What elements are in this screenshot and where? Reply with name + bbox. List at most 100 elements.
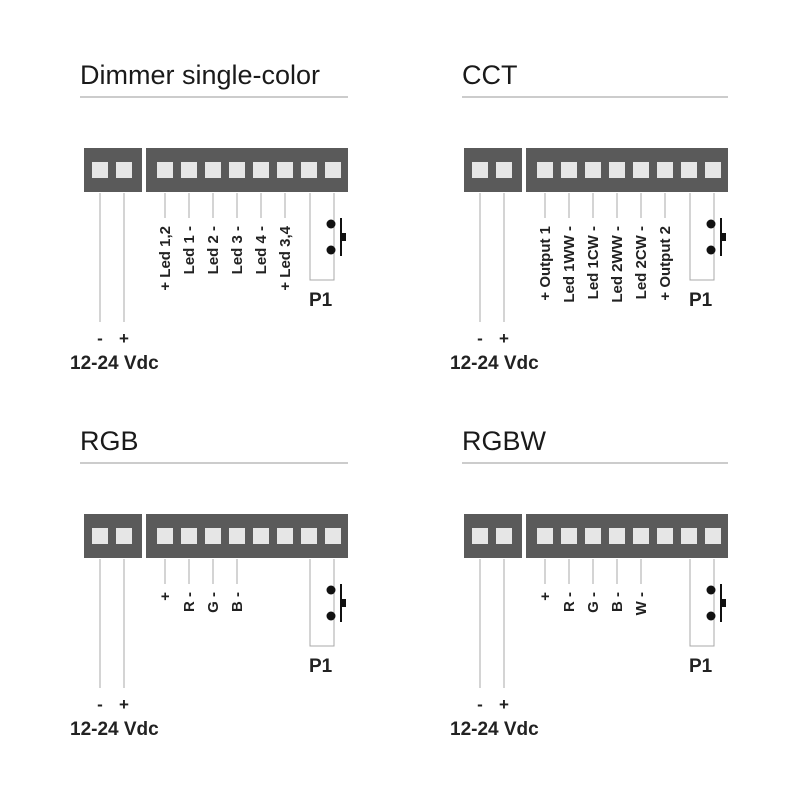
power-plus-label: + (499, 329, 509, 348)
power-terminal-slot (116, 162, 132, 178)
push-button-actuator (341, 599, 346, 607)
output-terminal-slot (561, 162, 577, 178)
push-button-contact (326, 219, 336, 229)
push-button-contact (706, 245, 716, 255)
output-terminal-slot (157, 528, 173, 544)
diagram-dimmer-single-color: Dimmer single-color -+12-24 Vdc+ Led 1,2… (70, 60, 348, 374)
output-terminal-slot (325, 162, 341, 178)
push-button-contact (706, 219, 716, 229)
power-minus-label: - (97, 695, 103, 714)
terminal-label: + Led 1,2 (157, 226, 174, 291)
terminal-label: + Output 1 (537, 226, 554, 301)
terminal-label: R - (561, 592, 578, 612)
terminal-label: Led 4 - (253, 226, 270, 274)
terminal-label: Led 1WW - (561, 226, 578, 303)
push-button-wire-loop (309, 559, 335, 647)
output-terminal-slot (229, 528, 245, 544)
push-button-contact (326, 585, 336, 595)
output-terminal-slot (181, 528, 197, 544)
output-connector-block (526, 148, 728, 192)
output-connector-block (146, 514, 348, 558)
output-terminal-slot (657, 162, 673, 178)
diagram-rgb: RGB -+12-24 Vdc+R -G -B -P1 (70, 426, 348, 740)
push-button-actuator (341, 233, 346, 241)
power-terminal-slot (472, 528, 488, 544)
power-terminal-slot (116, 528, 132, 544)
output-terminal-slot (205, 162, 221, 178)
output-terminal-slot (705, 162, 721, 178)
power-voltage-label: 12-24 Vdc (450, 353, 539, 374)
terminal-label: Led 1CW - (585, 226, 602, 299)
power-voltage-label: 12-24 Vdc (70, 353, 159, 374)
power-terminal-slot (496, 162, 512, 178)
power-terminal-slot (496, 528, 512, 544)
output-terminal-slot (633, 162, 649, 178)
terminal-label: G - (585, 592, 602, 613)
power-minus-label: - (97, 329, 103, 348)
push-button-contact (326, 611, 336, 621)
push-button-contact (706, 585, 716, 595)
terminal-label: + Output 2 (657, 226, 674, 301)
output-terminal-slot (181, 162, 197, 178)
output-terminal-slot (657, 528, 673, 544)
diagram-rgbw: RGBW -+12-24 Vdc+R -G -B -W -P1 (450, 426, 728, 740)
terminal-label: Led 2WW - (609, 226, 626, 303)
output-terminal-slot (229, 162, 245, 178)
push-button-label: P1 (309, 656, 333, 677)
push-button-wire-loop (689, 193, 715, 281)
diagram-title: Dimmer single-color (80, 60, 320, 90)
push-button-wire-loop (689, 559, 715, 647)
diagram-title: RGB (80, 426, 139, 456)
terminal-label: + Led 3,4 (277, 225, 294, 290)
power-terminal-slot (472, 162, 488, 178)
terminal-label: Led 2CW - (633, 226, 650, 299)
output-terminal-slot (705, 528, 721, 544)
terminal-label: Led 2 - (205, 226, 222, 274)
output-terminal-slot (537, 528, 553, 544)
terminal-label: G - (205, 592, 222, 613)
power-minus-label: - (477, 695, 483, 714)
terminal-label: Led 3 - (229, 226, 246, 274)
output-terminal-slot (561, 528, 577, 544)
push-button-wire-loop (309, 193, 335, 281)
push-button-label: P1 (689, 656, 713, 677)
output-terminal-slot (681, 162, 697, 178)
output-terminal-slot (253, 528, 269, 544)
output-terminal-slot (537, 162, 553, 178)
output-terminal-slot (325, 528, 341, 544)
diagram-cct: CCT -+12-24 Vdc + Output 1 Led 1WW - Led 1C… (450, 60, 728, 374)
power-minus-label: - (477, 329, 483, 348)
power-plus-label: + (499, 695, 509, 714)
output-terminal-slot (681, 528, 697, 544)
diagram-title: RGBW (462, 426, 547, 456)
terminal-label: B - (609, 592, 626, 612)
terminal-label: Led 1 - (181, 226, 198, 274)
push-button-actuator (721, 599, 726, 607)
output-terminal-slot (205, 528, 221, 544)
output-terminal-slot (253, 162, 269, 178)
terminal-label: R - (181, 592, 198, 612)
terminal-label: + (537, 592, 554, 601)
power-terminal-slot (92, 162, 108, 178)
terminal-label: B - (229, 592, 246, 612)
push-button-label: P1 (689, 290, 713, 311)
push-button-actuator (721, 233, 726, 241)
push-button-contact (706, 611, 716, 621)
power-plus-label: + (119, 695, 129, 714)
output-terminal-slot (277, 162, 293, 178)
output-connector-block (146, 148, 348, 192)
output-terminal-slot (633, 528, 649, 544)
terminal-label: W - (633, 592, 650, 615)
output-terminal-slot (301, 162, 317, 178)
power-terminal-slot (92, 528, 108, 544)
output-terminal-slot (301, 528, 317, 544)
output-terminal-slot (585, 528, 601, 544)
output-terminal-slot (585, 162, 601, 178)
output-terminal-slot (277, 528, 293, 544)
output-connector-block (526, 514, 728, 558)
output-terminal-slot (157, 162, 173, 178)
output-terminal-slot (609, 162, 625, 178)
push-button-label: P1 (309, 290, 333, 311)
diagram-title: CCT (462, 60, 518, 90)
